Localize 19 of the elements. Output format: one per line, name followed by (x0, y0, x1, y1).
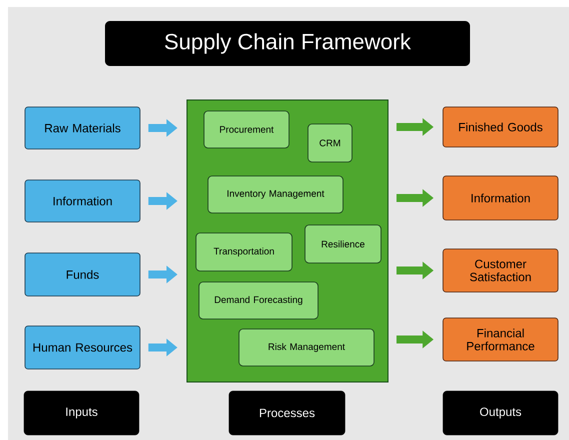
process-box: Demand Forecasting (198, 282, 318, 320)
title-box: Supply Chain Framework (105, 21, 470, 66)
process-box: CRM (308, 124, 352, 162)
output-box: Financial Performance (442, 318, 558, 362)
column-label-box: Outputs (442, 390, 558, 436)
process-box: Transportation (196, 232, 292, 272)
input-box: Human Resources (24, 326, 140, 370)
input-box: Raw Materials (24, 106, 140, 150)
process-box: Procurement (204, 110, 290, 148)
column-label-box: Inputs (24, 390, 140, 436)
output-box: Information (442, 176, 558, 220)
input-box: Funds (24, 252, 140, 296)
input-box: Information (24, 180, 140, 222)
process-box: Inventory Management (208, 176, 344, 214)
process-box: Resilience (304, 224, 382, 264)
output-box: Finished Goods (442, 106, 558, 148)
process-box: Risk Management (238, 328, 374, 366)
output-box: Customer Satisfaction (442, 248, 558, 292)
column-label-box: Processes (228, 390, 346, 436)
